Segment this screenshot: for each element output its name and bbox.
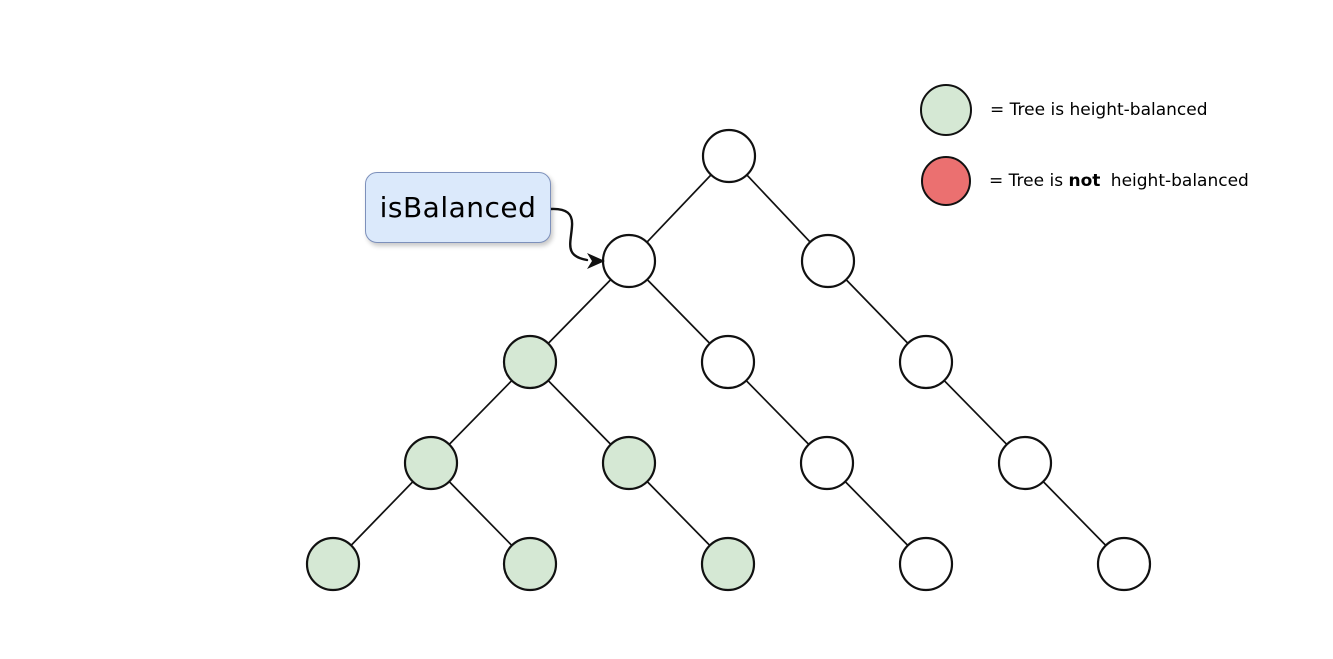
tree-node-lll <box>403 435 459 491</box>
tree-node-llll <box>305 536 361 592</box>
tree-node-lr <box>700 334 756 390</box>
tree-node-llr <box>601 435 657 491</box>
tree-node-l <box>601 233 657 289</box>
legend-item-balanced: = Tree is height-balanced <box>920 84 1208 136</box>
legend-unbalanced-text-before: = Tree is <box>989 171 1069 191</box>
tree-node-rrrr <box>1096 536 1152 592</box>
legend-unbalanced-text: = Tree is not height-balanced <box>989 171 1249 191</box>
tree-node-lrrr <box>898 536 954 592</box>
tree-node-ll <box>502 334 558 390</box>
isbalanced-label: isBalanced <box>379 191 537 224</box>
unbalanced-swatch-circle <box>921 156 971 206</box>
callout-arrowhead-icon <box>587 253 605 269</box>
legend-unbalanced-text-bold: not <box>1068 171 1101 191</box>
callout-arrow <box>548 207 589 262</box>
tree-node-rrr <box>997 435 1053 491</box>
tree-node-llrr <box>700 536 756 592</box>
tree-node-rr <box>898 334 954 390</box>
tree-node-root <box>701 128 757 184</box>
legend-unbalanced-text-after: height-balanced <box>1105 171 1249 191</box>
tree-node-lllr <box>502 536 558 592</box>
balanced-swatch-circle <box>920 84 972 136</box>
isbalanced-callout: isBalanced <box>365 172 551 243</box>
legend-item-unbalanced: = Tree is not height-balanced <box>921 156 1249 206</box>
legend-balanced-text: = Tree is height-balanced <box>990 100 1208 120</box>
tree-node-r <box>800 233 856 289</box>
tree-node-lrr <box>799 435 855 491</box>
legend: = Tree is height-balanced = Tree is not … <box>920 84 1320 214</box>
